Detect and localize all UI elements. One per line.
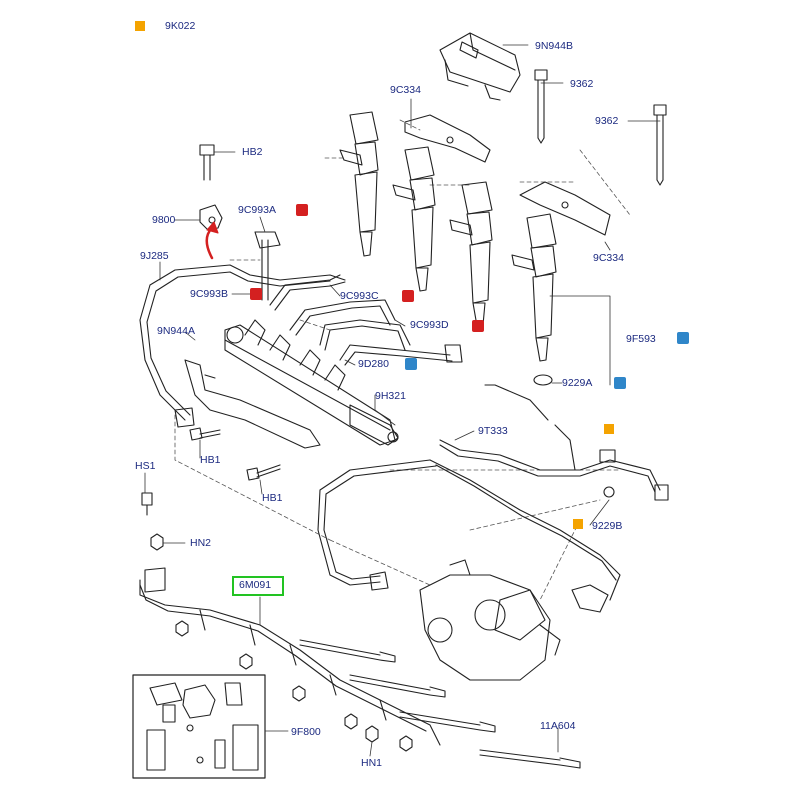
label-6m091: 6M091	[239, 579, 272, 591]
label-9j285: 9J285	[140, 250, 169, 262]
dashed-leaders	[174, 119, 631, 601]
washer-9229a	[533, 374, 553, 386]
label-11a604: 11A604	[540, 720, 576, 732]
label-9229b: 9229B	[592, 520, 623, 532]
red-connector-badge-icon	[296, 204, 308, 216]
blue-connector-badge-icon	[677, 332, 689, 344]
label-hb1-a: HB1	[200, 454, 221, 466]
label-9f800: 9F800	[291, 726, 321, 738]
label-9k022: 9K022	[165, 20, 196, 32]
label-9362-a: 9362	[570, 78, 594, 90]
label-9f593: 9F593	[626, 333, 656, 345]
orange-marker-icon	[604, 424, 614, 434]
label-hb1-b: HB1	[262, 492, 283, 504]
label-9n944b: 9N944B	[535, 40, 573, 52]
sensor-9229b	[599, 449, 669, 501]
stud-hs1	[141, 492, 153, 516]
legend-marker-icon	[135, 21, 145, 31]
label-9c993b: 9C993B	[190, 288, 228, 300]
bracket-9n944a	[184, 359, 321, 449]
label-9t333: 9T333	[478, 425, 508, 437]
nuts	[175, 620, 413, 752]
injector-2	[392, 146, 436, 292]
fuel-lines-9c993	[254, 231, 463, 366]
injector-1	[339, 111, 379, 257]
label-9d280: 9D280	[358, 358, 389, 370]
label-9c993a: 9C993A	[238, 204, 276, 216]
red-connector-badge-icon	[250, 288, 262, 300]
red-curved-arrow	[205, 226, 214, 260]
label-9c993d: 9C993D	[410, 319, 449, 331]
sensor-harness	[317, 384, 661, 613]
label-9362-b: 9362	[595, 115, 619, 127]
red-connector-badge-icon	[472, 320, 484, 332]
glow-plugs-11a604	[299, 639, 581, 769]
label-leaders	[144, 44, 661, 757]
injector-4	[511, 213, 557, 362]
orange-marker-icon	[573, 519, 583, 529]
bolt-9362-b	[653, 104, 667, 186]
injector-3	[449, 181, 493, 327]
fuel-pump	[419, 559, 561, 681]
label-9c334-a: 9C334	[390, 84, 421, 96]
label-9c993c: 9C993C	[340, 290, 379, 302]
label-9c334-b: 9C334	[593, 252, 624, 264]
label-9229a: 9229A	[562, 377, 593, 389]
label-9800: 9800	[152, 214, 176, 226]
blue-connector-badge-icon	[614, 377, 626, 389]
glow-plug-harness-6m091	[139, 567, 441, 746]
label-hs1: HS1	[135, 460, 156, 472]
label-hn2: HN2	[190, 537, 212, 549]
highlight-box-6m091	[232, 576, 284, 596]
clamp-9c334-a	[404, 114, 491, 163]
return-pipe-9j285	[139, 264, 346, 428]
clamp-9c334-b	[519, 181, 611, 236]
bolt-hb2	[199, 144, 215, 181]
red-connector-badge-icon	[402, 290, 414, 302]
label-9n944a: 9N944A	[157, 325, 195, 337]
bracket-9n944b	[439, 32, 521, 101]
bolt-9362-a	[534, 69, 548, 144]
bolt-hb1-b	[246, 464, 281, 481]
label-hn1: HN1	[361, 757, 383, 769]
fuel-rail-9d280	[224, 319, 399, 446]
nut-hn1	[365, 725, 379, 743]
bolt-hb1-a	[189, 427, 221, 441]
label-hb2: HB2	[242, 146, 263, 158]
label-9h321: 9H321	[375, 390, 406, 402]
inset-box-9f800	[132, 674, 266, 779]
nut-hn2	[150, 533, 164, 551]
blue-connector-badge-icon	[405, 358, 417, 370]
clip-9800	[199, 204, 223, 231]
